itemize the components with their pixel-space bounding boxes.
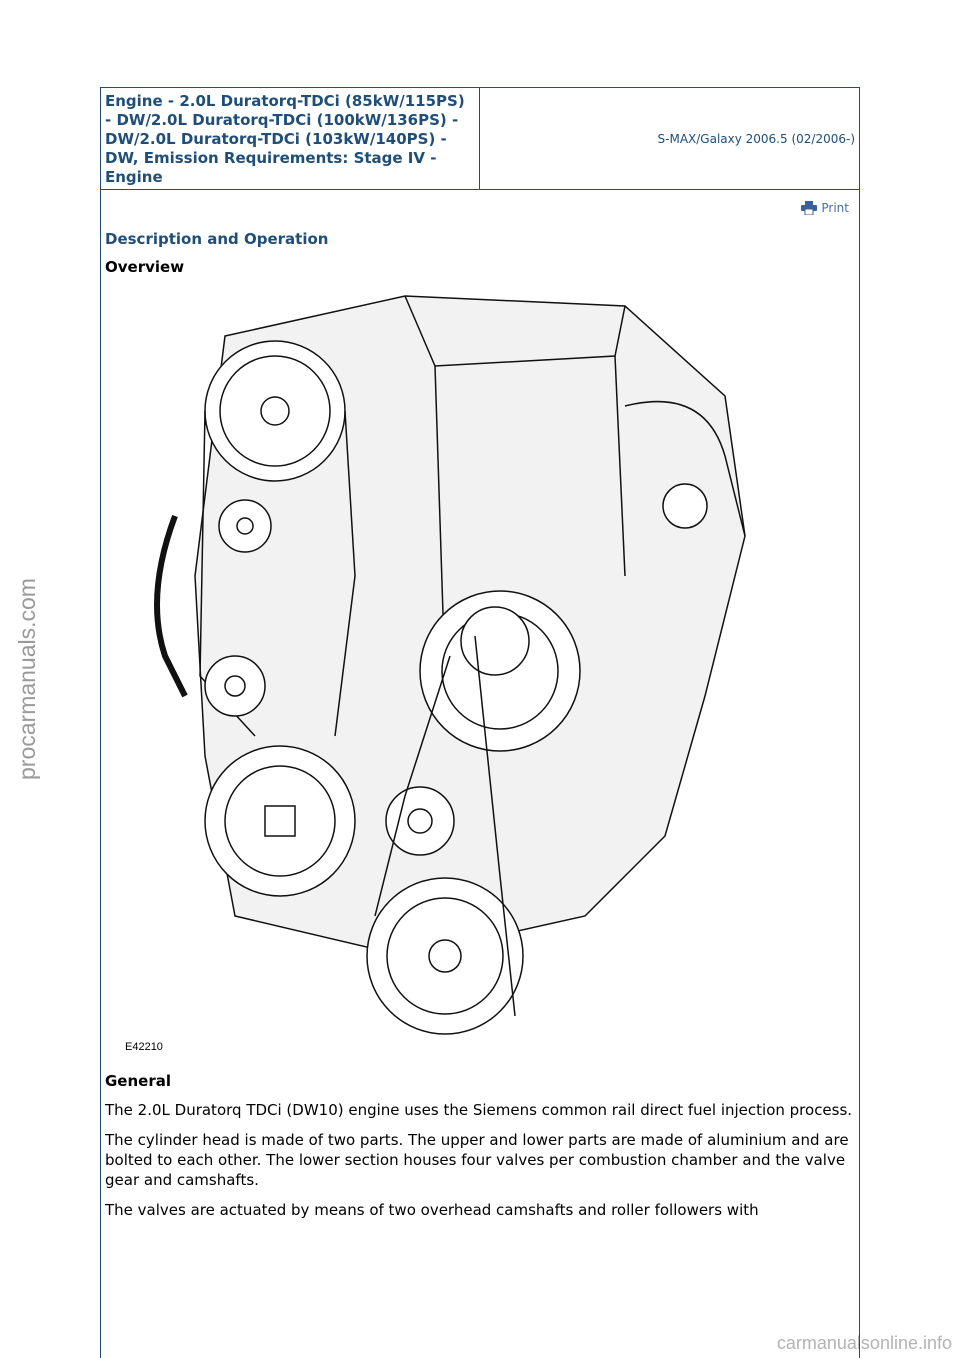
vehicle-model: S-MAX/Galaxy 2006.5 (02/2006-): [657, 131, 855, 146]
paragraph-1: The 2.0L Duratorq TDCi (DW10) engine use…: [105, 1101, 853, 1119]
figure-id: E42210: [125, 1041, 163, 1053]
document-title: Engine - 2.0L Duratorq-TDCi (85kW/115PS)…: [101, 88, 480, 189]
general-heading: General: [105, 1072, 171, 1090]
printer-icon: [801, 201, 818, 215]
document-header: Engine - 2.0L Duratorq-TDCi (85kW/115PS)…: [101, 88, 859, 190]
paragraph-3: The valves are actuated by means of two …: [105, 1201, 759, 1219]
document-content: Print Description and Operation Overview: [101, 190, 859, 1220]
footer-watermark: carmanualsonline.info: [776, 1333, 952, 1353]
document-frame: Engine - 2.0L Duratorq-TDCi (85kW/115PS)…: [100, 87, 860, 1358]
paragraph-2: The cylinder head is made of two parts. …: [105, 1131, 849, 1189]
engine-illustration: E42210: [105, 276, 855, 1066]
print-link[interactable]: Print: [105, 190, 855, 226]
side-watermark: procarmanuals.com: [14, 578, 40, 780]
section-heading: Description and Operation: [105, 230, 329, 248]
print-label: Print: [821, 201, 849, 215]
overview-heading: Overview: [105, 258, 185, 276]
